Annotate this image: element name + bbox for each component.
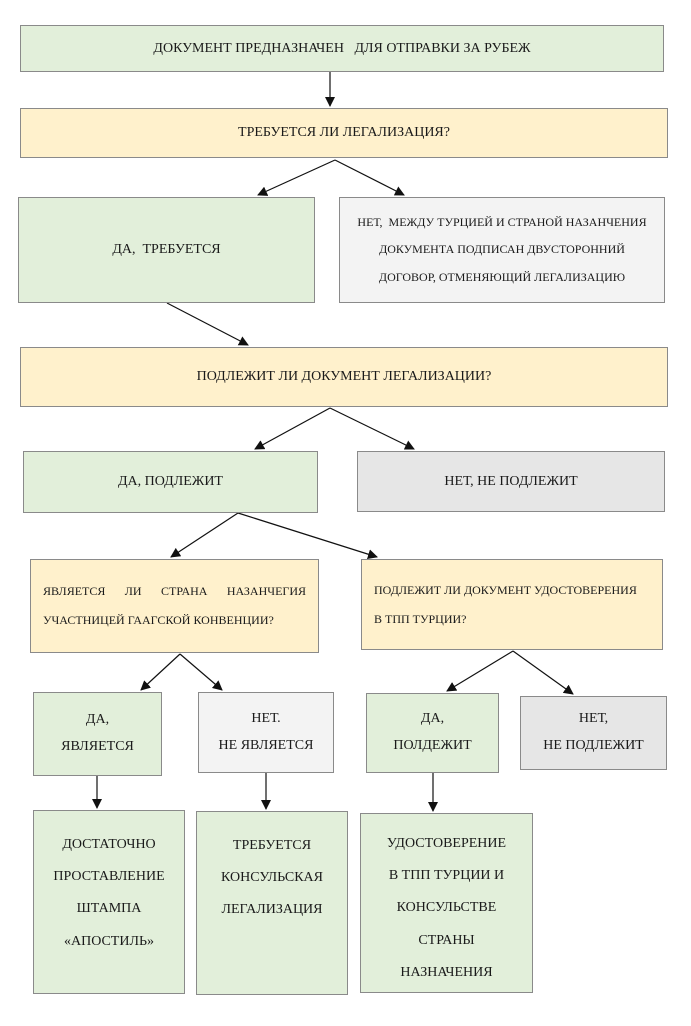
node-no-tpp: НЕТ, НЕ ПОДЛЕЖИТ — [520, 696, 667, 770]
node-start: ДОКУМЕНТ ПРЕДНАЗНАЧЕН ДЛЯ ОТПРАВКИ ЗА РУ… — [20, 25, 664, 72]
node-yes-required: ДА, ТРЕБУЕТСЯ — [18, 197, 315, 303]
node-yes-tpp: ДА, ПОЛДЕЖИТ — [366, 693, 499, 773]
node-tpp-certification: УДОСТОВЕРЕНИЕ В ТПП ТУРЦИИ И КОНСУЛЬСТВЕ… — [360, 813, 533, 993]
node-no-member: НЕТ. НЕ ЯВЛЯЕТСЯ — [198, 692, 334, 773]
node-yes-member: ДА, ЯВЛЯЕТСЯ — [33, 692, 162, 776]
arrow-hague-to-no — [179, 653, 223, 691]
node-no-bilateral-treaty: НЕТ, МЕЖДУ ТУРЦИЕЙ И СТРАНОЙ НАЗАНЧЕНИЯ … — [339, 197, 665, 303]
node-question-subject: ПОДЛЕЖИТ ЛИ ДОКУМЕНТ ЛЕГАЛИЗАЦИИ? — [20, 347, 668, 407]
node-no-subject: НЕТ, НЕ ПОДЛЕЖИТ — [357, 451, 665, 512]
arrow-yes-to-q2 — [166, 302, 249, 346]
arrow-yes-to-hague — [170, 512, 239, 558]
node-yes-subject: ДА, ПОДЛЕЖИТ — [23, 451, 318, 513]
node-question-hague: ЯВЛЯЕТСЯ ЛИ СТРАНА НАЗАНЧЕГИЯ УЧАСТНИЦЕЙ… — [30, 559, 319, 653]
arrow-q1-to-yes — [257, 159, 336, 196]
arrow-q2-to-no — [329, 407, 415, 450]
node-question-legalization: ТРЕБУЕТСЯ ЛИ ЛЕГАЛИЗАЦИЯ? — [20, 108, 668, 158]
node-question-tpp: ПОДЛЕЖИТ ЛИ ДОКУМЕНТ УДОСТОВЕРЕНИЯ В ТПП… — [361, 559, 663, 650]
arrow-hague-to-yes — [140, 653, 181, 691]
arrow-yes-to-tpp — [237, 512, 378, 560]
node-apostille: ДОСТАТОЧНО ПРОСТАВЛЕНИЕ ШТАМПА «АПОСТИЛЬ… — [33, 810, 185, 994]
arrow-q2-to-yes — [254, 407, 331, 450]
arrow-tpp-to-yes — [446, 650, 514, 692]
arrow-q1-to-no — [334, 159, 405, 196]
node-consular-legalization: ТРЕБУЕТСЯ КОНСУЛЬСКАЯ ЛЕГАЛИЗАЦИЯ — [196, 811, 348, 995]
arrow-tpp-to-no — [512, 650, 574, 695]
